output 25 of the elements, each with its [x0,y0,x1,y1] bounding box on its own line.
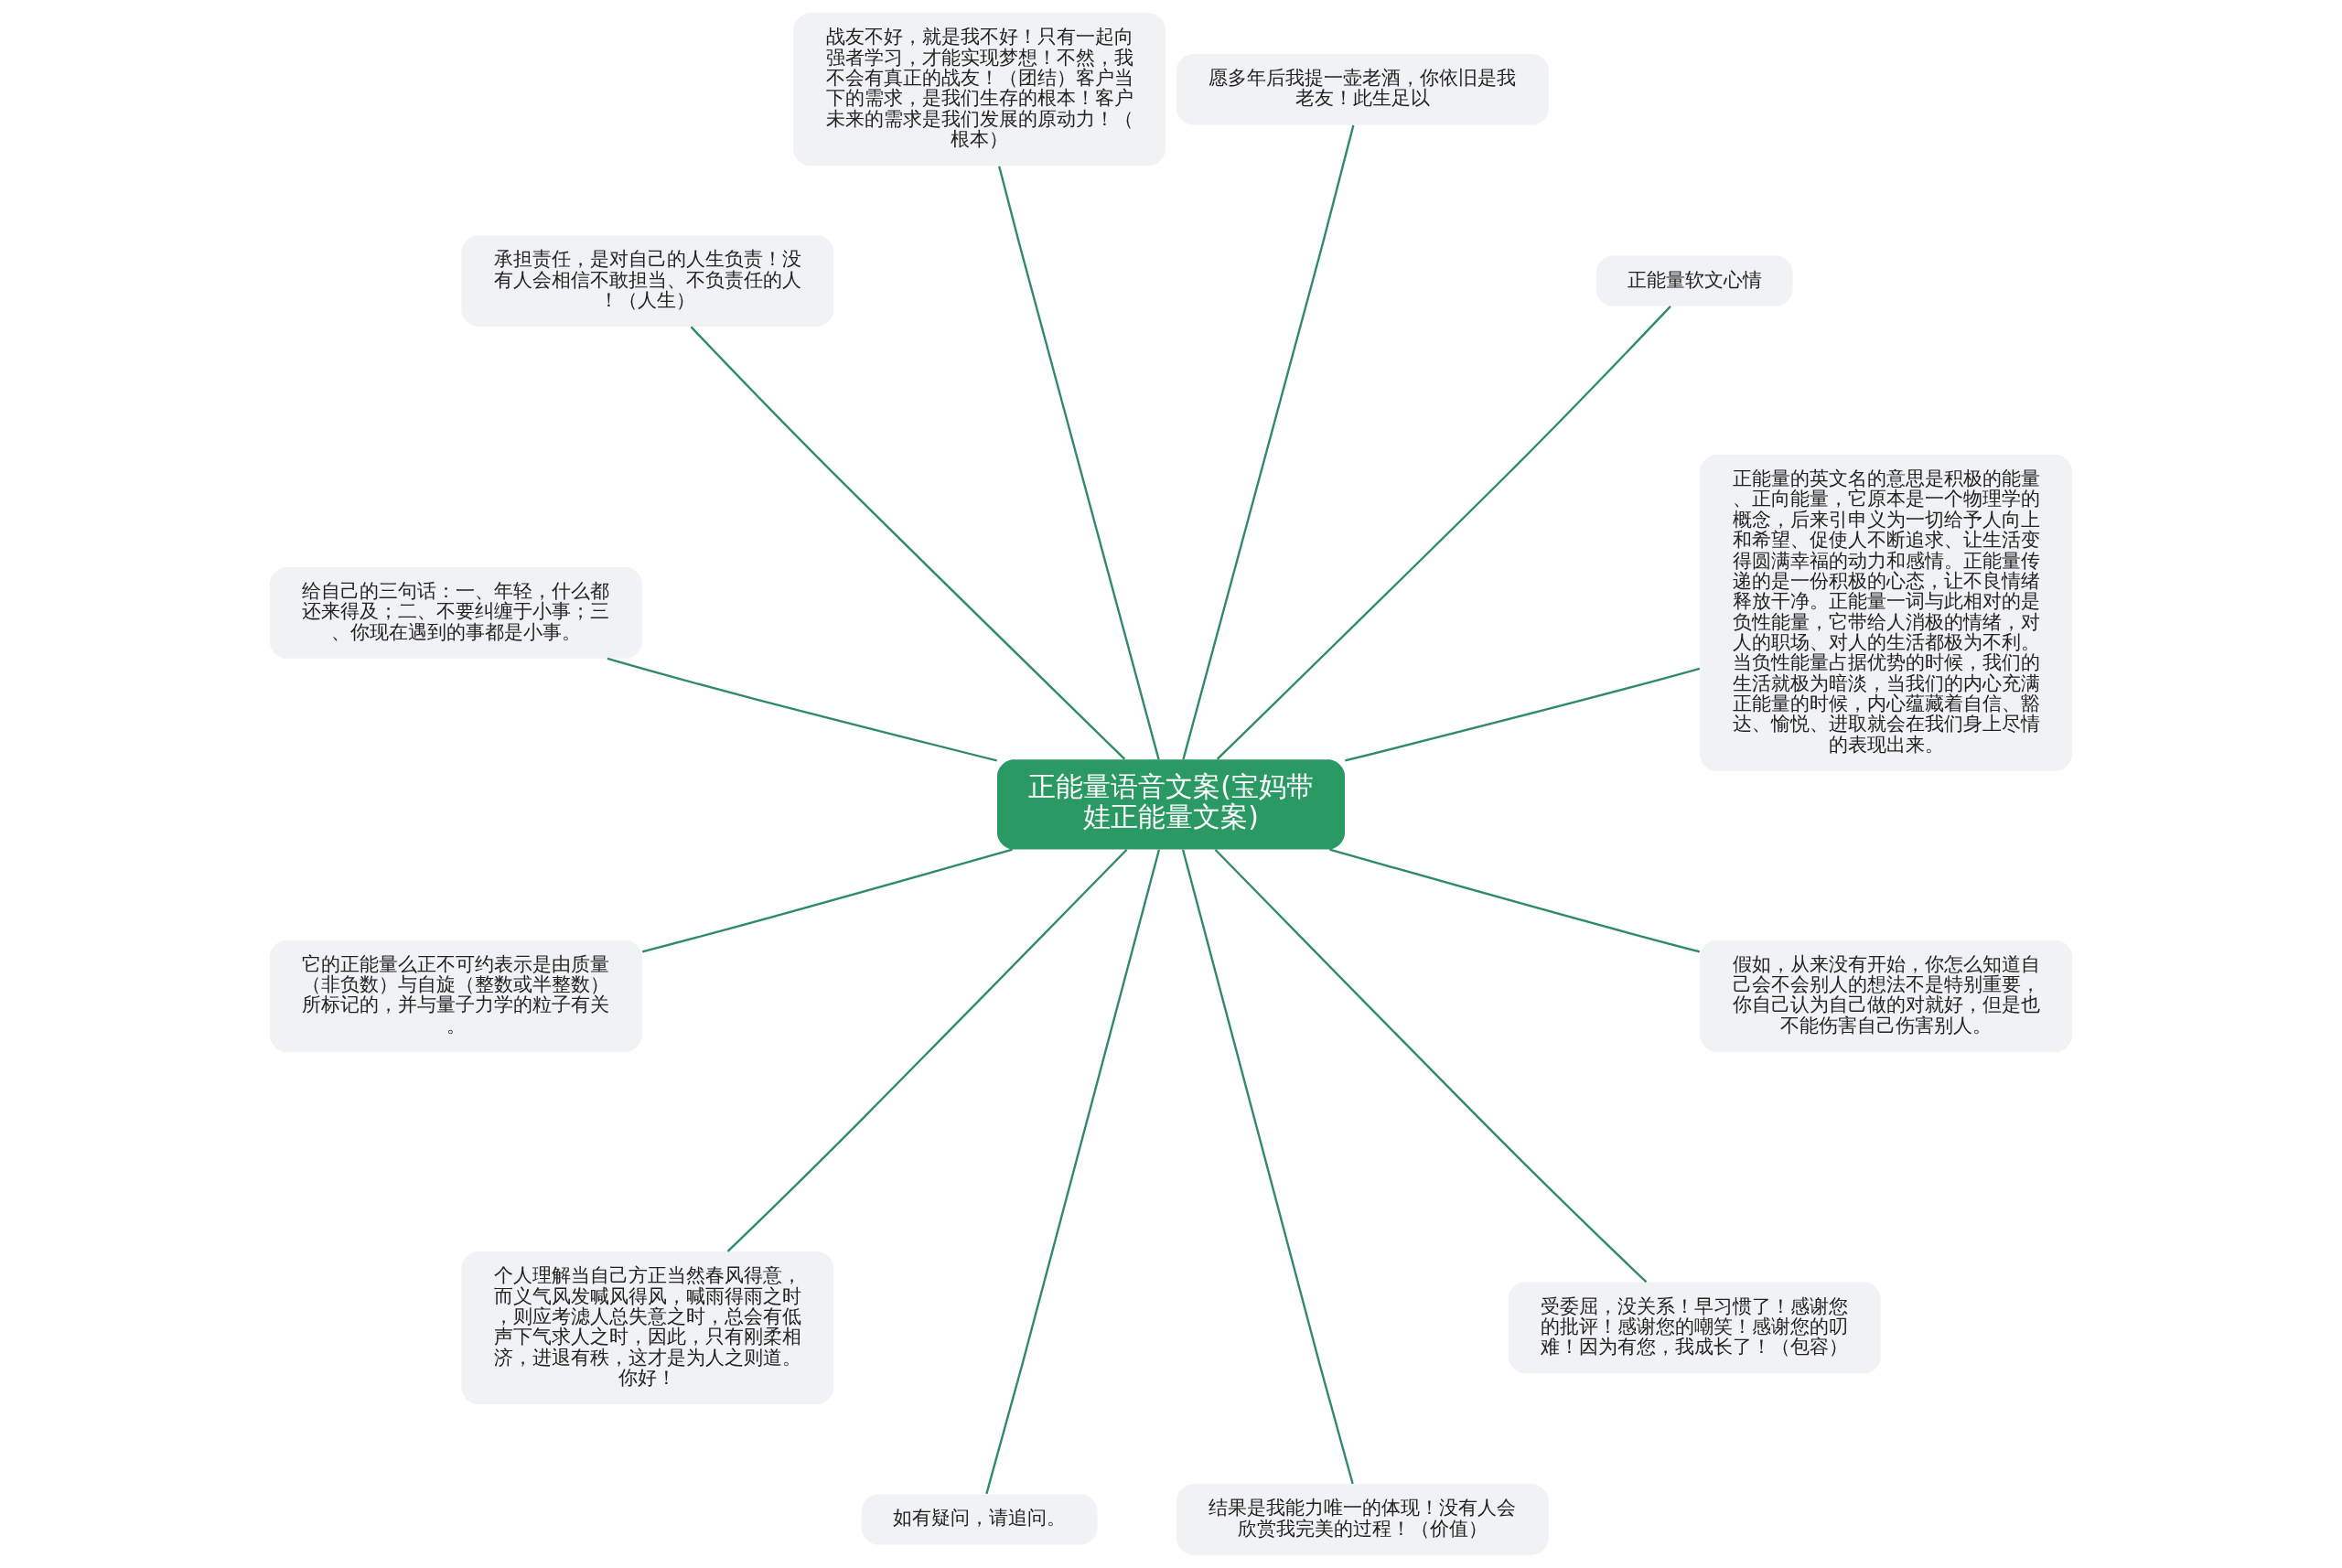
node-box: 承担责任，是对自己的人生负责！没有人会相信不敢担当、不负责任的人！（人生） [461,235,834,328]
node-box: 受委屈，没关系！早习惯了！感谢您的批评！感谢您的嘲笑！感谢您的叨难！因为有您，我成长了！（包容） [1508,1282,1881,1374]
node-box: 愿多年后我提一壶老酒，你依旧是我老友！此生足以 [1176,54,1549,125]
connector [1345,667,1701,762]
node-box: 结果是我能力唯一的体现！没有人会欣赏我完美的过程！（价值） [1176,1484,1549,1555]
node-box: 如有疑问，请追问。 [861,1494,1098,1545]
connector [1216,306,1671,760]
connector [998,166,1160,760]
connector [1182,124,1355,760]
connector [726,848,1128,1252]
connector [1329,848,1701,953]
node-box: 个人理解当自己方正当然春风得意，而义气风发喊风得风，喊雨得雨之时，则应考滤人总失意之时，总会有低声下气求人之时，因此，只有刚柔相济，进退有秩，这才是为人之则道。你好！ [461,1251,834,1404]
connector [985,849,1161,1495]
node-box: 正能量语音文案(宝妈带娃正能量文案) [997,759,1346,850]
connector [607,657,997,762]
node-box: 假如，从来没有开始，你怎么知道自己会不会别人的想法不是特别重要，你自己认为自己做的对就好，但是也不能伤害自己伤害别人。 [1700,940,2073,1052]
node-box: 正能量的英文名的意思是积极的能量、正向能量，它原本是一个物理学的概念，后来引申义为一切给予人向上和希望、促使人不断追求、让生活变得圆满幸福的动力和感情。正能量传递的是一份积极的心态，让不良情绪释放干净。正能量一词与此相对的是负性能量，它带给人消极的情绪，对人的职场、对人的生活都极为不利。当负性能量占据优势的时候，我们的生活就极为暗淡，当我们的内心充满正能量的时候，内心蕴藏着自信、豁达、愉悦、进取就会在我们身上尽情的表现出来。 [1700,455,2073,771]
connector [1181,849,1354,1485]
connector [690,326,1126,760]
connector [1214,848,1648,1283]
connector [641,848,1013,953]
node-box: 给自己的三句话：一、年轻，什么都还来得及；二、不要纠缠于小事；三、你现在遇到的事都是小事。 [269,567,642,659]
node-box: 战友不好，就是我不好！只有一起向强者学习，才能实现梦想！不然，我不会有真正的战友！（团结）客户当下的需求，是我们生存的根本！客户未来的需求是我们发展的原动力！（根本） [793,13,1166,166]
node-box: 它的正能量么正不可约表示是由质量（非负数）与自旋（整数或半整数）所标记的，并与量子力学的粒子有关。 [269,940,642,1052]
node-box: 正能量软文心情 [1595,255,1793,306]
